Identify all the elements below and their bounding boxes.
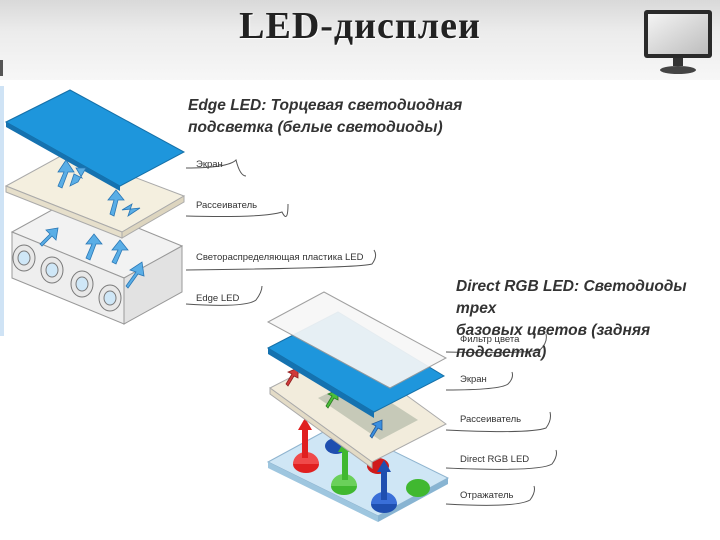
slide-title: LED-дисплеи — [239, 5, 481, 47]
monitor-icon — [644, 10, 712, 74]
edge-light-arrows — [39, 159, 145, 289]
label-direct-screen: Экран — [460, 374, 487, 385]
label-edge-screen: Экран — [196, 159, 223, 170]
label-color-filter: Фильтр цвета — [460, 334, 520, 345]
label-direct-diffuser: Рассеиватель — [460, 414, 522, 425]
direct-led-heading: Direct RGB LED: Светодиоды трех базовых … — [456, 278, 687, 361]
title-marker — [0, 60, 3, 76]
direct-color-filter — [266, 291, 448, 389]
label-edge-light-guide: Светораспределяющая пластика LED — [196, 252, 364, 263]
edge-leader-lines — [185, 159, 377, 306]
panel-accent — [0, 86, 4, 336]
edge-led-heading: Edge LED: Торцевая светодиодная подсветк… — [188, 97, 463, 136]
label-edge-diffuser: Рассеиватель — [196, 200, 258, 211]
label-edge-led: Edge LED — [196, 293, 240, 304]
direct-leader-lines — [445, 333, 557, 506]
label-rgb-led: Direct RGB LED — [460, 454, 530, 465]
edge-led-bulbs — [12, 244, 122, 312]
title-band — [0, 0, 720, 80]
label-reflector: Отражатель — [460, 490, 514, 501]
